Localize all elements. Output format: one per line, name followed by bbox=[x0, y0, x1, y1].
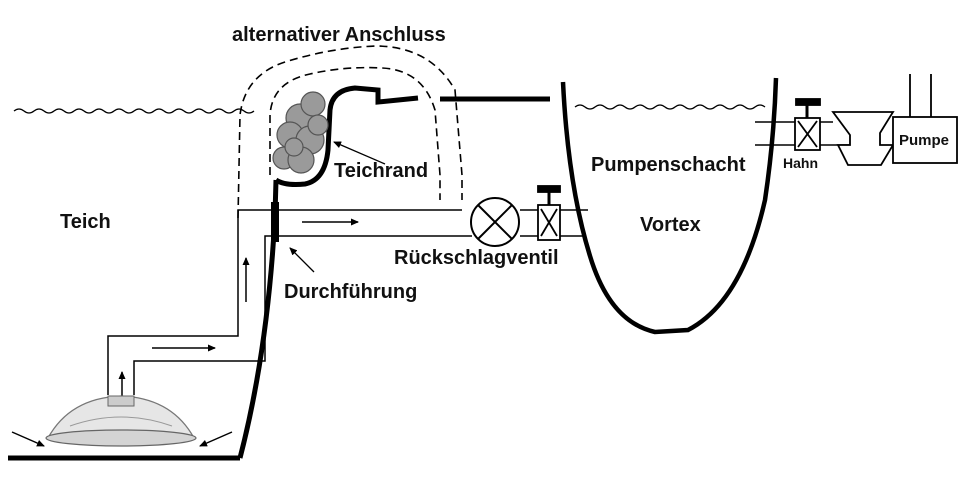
water-surface-shaft bbox=[574, 104, 766, 110]
tap-icon bbox=[794, 98, 821, 151]
pipe-system bbox=[107, 121, 850, 395]
filter-dome bbox=[45, 395, 197, 447]
label-alternativer-anschluss: alternativer Anschluss bbox=[232, 24, 446, 46]
label-pumpenschacht: Pumpenschacht bbox=[591, 154, 746, 176]
valve-icon bbox=[537, 185, 561, 241]
label-vortex: Vortex bbox=[640, 214, 701, 236]
label-rueckschlagventil: Rückschlagventil bbox=[394, 247, 559, 269]
label-hahn: Hahn bbox=[783, 155, 818, 171]
label-teichrand: Teichrand bbox=[334, 160, 429, 182]
flow-arrows bbox=[11, 218, 359, 447]
pond-rim bbox=[274, 85, 550, 187]
label-teich: Teich bbox=[60, 211, 111, 233]
alternative-connection-outer bbox=[237, 45, 463, 219]
wall-feedthrough bbox=[271, 202, 279, 242]
alternative-connection-inner bbox=[269, 66, 441, 200]
pond-wall bbox=[237, 179, 279, 459]
pump-housing bbox=[831, 74, 958, 166]
label-durchfuehrung: Durchführung bbox=[284, 281, 418, 303]
check-valve-icon bbox=[470, 197, 520, 247]
pump-shaft bbox=[560, 77, 779, 335]
water-surface-left bbox=[13, 108, 255, 114]
leader-lines bbox=[289, 141, 386, 273]
plant-cloud bbox=[272, 91, 329, 174]
label-pumpe: Pumpe bbox=[899, 132, 950, 149]
